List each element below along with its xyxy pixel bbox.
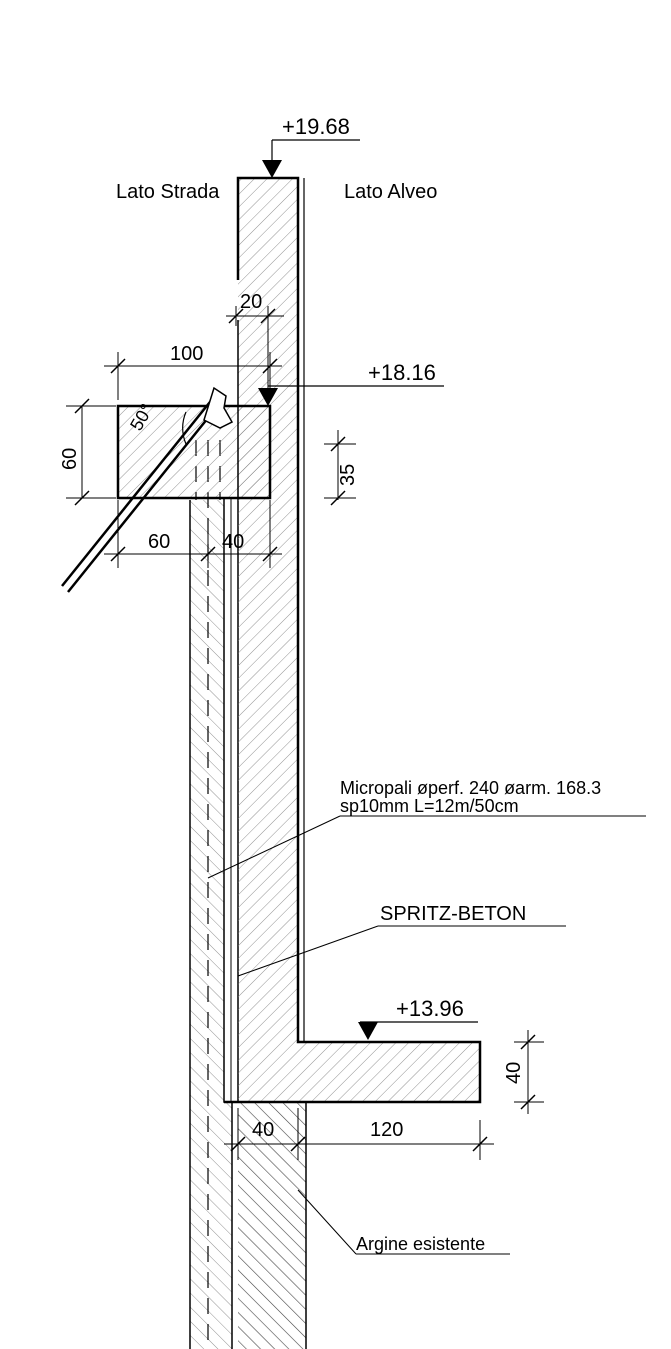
shotcrete-layer [223, 497, 239, 1103]
elevation-marker-beam [258, 385, 444, 406]
river-side-label: Lato Alveo [344, 181, 437, 203]
dim-beam-step: 35 [337, 464, 359, 486]
dim-beam-right: 40 [222, 531, 244, 553]
leader-lines [207, 815, 646, 1255]
micropile-label-line2: sp10mm L=12m/50cm [340, 796, 519, 816]
elevation-top-label: +19.68 [282, 114, 350, 139]
existing-embankment [231, 1102, 307, 1349]
micropile-label-line1: Micropali øperf. 240 øarm. 168.3 [340, 778, 601, 798]
dim-beam-left: 60 [148, 531, 170, 553]
dim-base-left: 40 [252, 1119, 274, 1141]
elevation-marker-top [262, 139, 360, 178]
tie-rod-anchor [61, 386, 234, 593]
elevation-base-label: +13.96 [396, 996, 464, 1021]
shotcrete-label: SPRITZ-BETON [380, 903, 526, 925]
dim-wall-thickness: 20 [240, 291, 262, 313]
dim-base-height: 40 [503, 1062, 525, 1084]
embankment-label: Argine esistente [356, 1234, 485, 1254]
head-beam [116, 404, 272, 500]
dimension-lines [66, 306, 544, 1160]
dim-beam-width: 100 [170, 343, 203, 365]
elevation-marker-base [358, 1021, 478, 1040]
dim-base-right: 120 [370, 1119, 403, 1141]
elevation-beam-label: +18.16 [368, 360, 436, 385]
road-side-label: Lato Strada [116, 181, 220, 203]
dim-beam-height: 60 [59, 448, 81, 470]
retaining-wall [224, 176, 482, 1104]
